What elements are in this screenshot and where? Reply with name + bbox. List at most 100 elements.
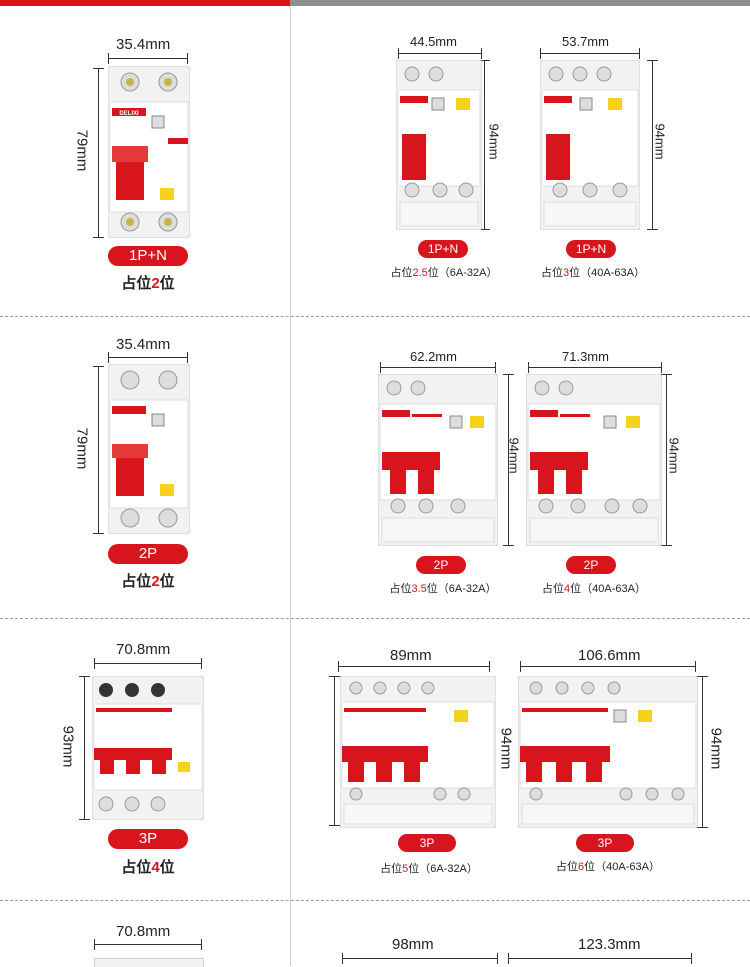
width-label: 71.3mm — [562, 349, 609, 364]
top-accent-red — [0, 0, 290, 6]
breaker-3p-compact — [92, 676, 204, 820]
caption-number: 2 — [151, 573, 160, 590]
width-dimension-line — [94, 658, 202, 669]
height-label: 94mm — [666, 437, 682, 474]
breaker-1pn-small — [396, 60, 482, 230]
slot-caption: 占位2.5位（6A-32A） — [384, 264, 504, 280]
width-dimension-line — [338, 661, 490, 672]
height-dimension-line — [503, 374, 514, 546]
top-accent-grey — [290, 0, 750, 6]
width-dimension-line — [94, 939, 202, 950]
width-label: 35.4mm — [116, 336, 171, 353]
width-label: 98mm — [392, 936, 434, 953]
width-label: 89mm — [390, 647, 432, 664]
caption-suffix: 位（6A-32A） — [426, 583, 497, 595]
height-label: 93mm — [59, 725, 77, 768]
slot-caption: 占位6位（40A-63A） — [540, 858, 676, 874]
height-label: 79mm — [73, 427, 91, 470]
top-accent-bar — [0, 0, 750, 6]
width-label: 62.2mm — [410, 349, 457, 364]
caption-prefix: 占位 — [390, 267, 413, 279]
slot-caption: 占位4位 — [100, 856, 196, 877]
caption-number: 2 — [151, 275, 160, 292]
width-dimension-line — [540, 48, 640, 59]
width-dimension-line — [342, 953, 498, 964]
breaker-top-edge — [94, 958, 204, 967]
width-dimension-line — [380, 362, 496, 373]
pole-type-badge: 3P — [576, 834, 634, 852]
caption-suffix: 位（40A-63A） — [570, 583, 646, 595]
height-dimension-line — [93, 68, 104, 238]
height-dimension-line — [479, 60, 490, 230]
caption-number: 4 — [564, 583, 571, 595]
caption-number: 3 — [563, 267, 570, 279]
width-dimension-line — [520, 661, 696, 672]
row-divider — [0, 316, 750, 317]
caption-number: 3.5 — [411, 583, 427, 595]
caption-prefix: 占位 — [542, 583, 565, 595]
height-label: 94mm — [497, 727, 515, 770]
width-dimension-line — [108, 352, 188, 363]
pole-type-badge: 1P+N — [108, 246, 188, 266]
caption-prefix: 占位 — [380, 863, 403, 875]
caption-suffix: 位 — [159, 275, 175, 292]
width-dimension-line — [108, 53, 188, 64]
pole-type-badge: 1P+N — [418, 240, 468, 258]
caption-suffix: 位（6A-32A） — [427, 267, 498, 279]
height-dimension-line — [93, 366, 104, 534]
caption-number: 4 — [151, 859, 160, 876]
width-label: 70.8mm — [116, 923, 171, 940]
width-label: 70.8mm — [116, 641, 171, 658]
breaker-2p-compact — [108, 364, 190, 534]
width-dimension-line — [508, 953, 692, 964]
caption-prefix: 占位 — [121, 859, 152, 876]
height-label: 94mm — [652, 123, 668, 160]
height-label: 94mm — [486, 123, 502, 160]
width-label: 35.4mm — [116, 36, 171, 53]
pole-type-badge: 3P — [108, 829, 188, 849]
breaker-3p-small — [340, 676, 496, 828]
caption-number: 2.5 — [412, 267, 428, 279]
width-label: 44.5mm — [410, 34, 457, 49]
height-dimension-line — [647, 60, 658, 230]
slot-caption: 占位5位（6A-32A） — [364, 860, 494, 876]
caption-suffix: 位（6A-32A） — [408, 863, 478, 875]
pole-type-badge: 1P+N — [566, 240, 616, 258]
caption-prefix: 占位 — [556, 861, 579, 873]
caption-suffix: 位（40A-63A） — [569, 267, 645, 279]
breaker-2p-small — [378, 374, 498, 546]
width-label: 53.7mm — [562, 34, 609, 49]
breaker-1pn-compact: DELIXI — [108, 66, 190, 238]
caption-prefix: 占位 — [121, 573, 152, 590]
slot-caption: 占位3位（40A-63A） — [534, 264, 652, 280]
column-divider — [290, 6, 291, 966]
caption-prefix: 占位 — [121, 275, 152, 292]
caption-number: 5 — [402, 863, 409, 875]
width-label: 106.6mm — [578, 647, 641, 664]
height-dimension-line — [697, 676, 708, 828]
height-dimension-line — [661, 374, 672, 546]
width-dimension-line — [528, 362, 662, 373]
row-divider — [0, 618, 750, 619]
row-divider — [0, 900, 750, 901]
caption-suffix: 位 — [159, 573, 175, 590]
height-label: 94mm — [707, 727, 725, 770]
breaker-1pn-large — [540, 60, 640, 230]
height-dimension-line — [79, 676, 90, 820]
caption-prefix: 占位 — [541, 267, 564, 279]
caption-suffix: 位（40A-63A） — [584, 861, 660, 873]
pole-type-badge: 2P — [566, 556, 616, 574]
caption-suffix: 位 — [159, 859, 175, 876]
caption-number: 6 — [578, 861, 585, 873]
height-dimension-line — [329, 676, 340, 826]
height-label: 94mm — [506, 437, 522, 474]
slot-caption: 占位2位 — [100, 272, 196, 293]
pole-type-badge: 2P — [108, 544, 188, 564]
slot-caption: 占位3.5位（6A-32A） — [378, 580, 508, 596]
pole-type-badge: 2P — [416, 556, 466, 574]
breaker-3p-large — [518, 676, 698, 828]
height-label: 79mm — [73, 129, 91, 172]
pole-type-badge: 3P — [398, 834, 456, 852]
breaker-2p-large — [526, 374, 662, 546]
slot-caption: 占位2位 — [100, 570, 196, 591]
